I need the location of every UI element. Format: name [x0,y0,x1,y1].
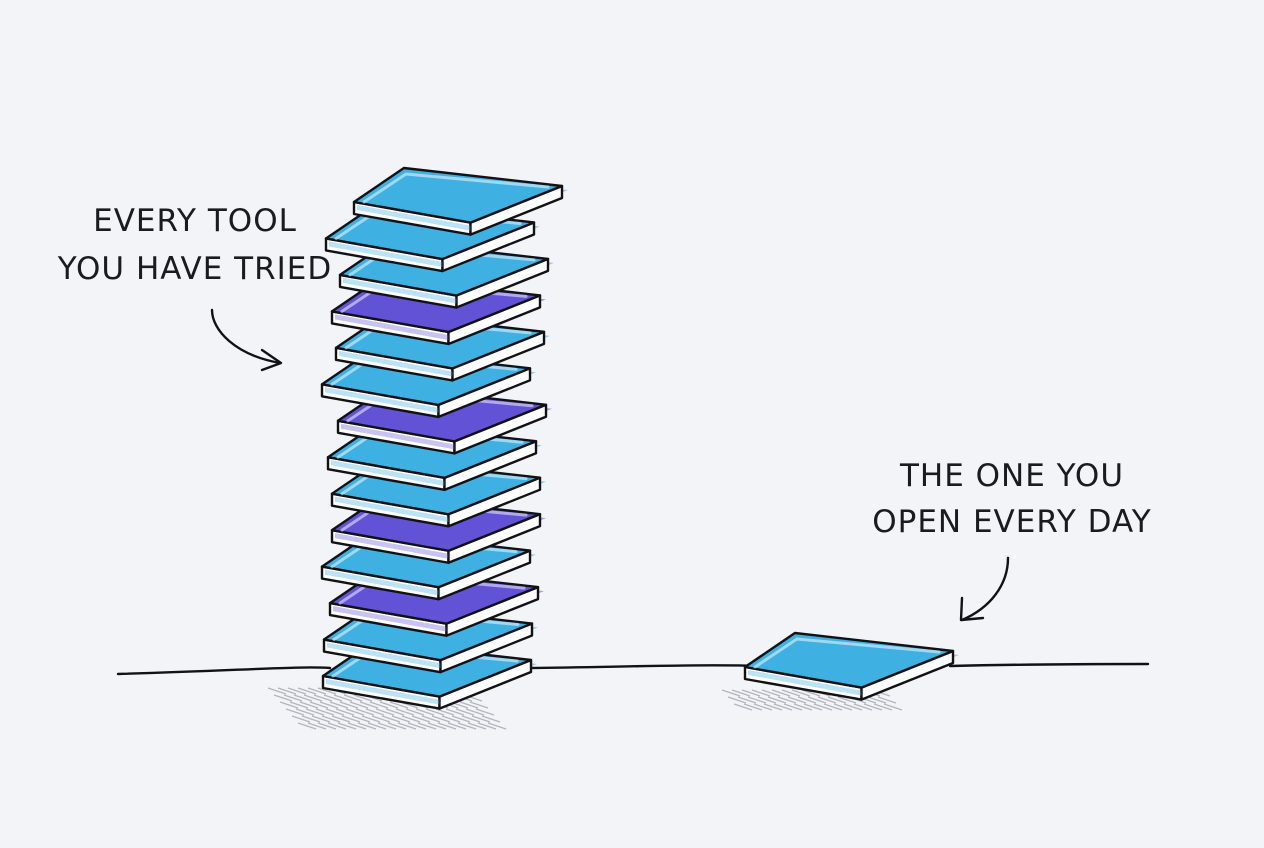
stack-label-line2: YOU HAVE TRIED [57,251,332,287]
single-arrow-icon [959,556,1010,622]
single-label-line1: THE ONE YOU [899,458,1124,494]
single-label-line2: OPEN EVERY DAY [872,504,1152,540]
single-layer [743,631,959,701]
single-tool [743,631,959,701]
tool-stack [320,166,568,710]
stack-label-line1: EVERY TOOL [93,203,297,239]
stack-layer [352,166,568,236]
stack-arrow-icon [210,308,283,372]
ground-line [116,662,1150,676]
